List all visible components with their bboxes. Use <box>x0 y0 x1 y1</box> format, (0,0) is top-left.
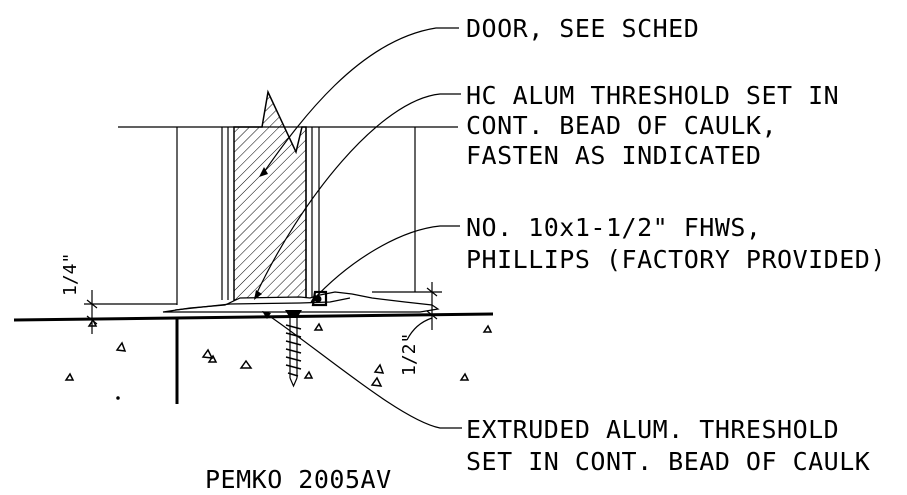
door-frame <box>118 126 458 305</box>
dimension-left-label: 1/4" <box>60 253 81 296</box>
detail-title: PEMKO 2005AV <box>205 465 392 494</box>
concrete-aggregate <box>64 318 493 400</box>
callout-hc-threshold: HC ALUM THRESHOLD SET IN CONT. BEAD OF C… <box>466 81 839 170</box>
dimension-right-label: 1/2" <box>399 333 420 376</box>
floor-slab <box>13 312 494 404</box>
callout-extruded-threshold: EXTRUDED ALUM. THRESHOLD SET IN CONT. BE… <box>466 415 870 476</box>
callout-ext-line1: EXTRUDED ALUM. THRESHOLD <box>466 415 839 444</box>
callout-door-text: DOOR, SEE SCHED <box>466 14 699 43</box>
callout-screw-line1: NO. 10x1-1/2" FHWS, <box>466 213 761 242</box>
door-leaf <box>233 89 307 301</box>
callout-screw: NO. 10x1-1/2" FHWS, PHILLIPS (FACTORY PR… <box>466 213 886 274</box>
leader-lines <box>254 27 462 429</box>
dimension-left: 1/4" <box>60 253 177 334</box>
callout-door: DOOR, SEE SCHED <box>466 14 699 43</box>
callout-screw-line2: PHILLIPS (FACTORY PROVIDED) <box>466 245 886 274</box>
callout-hc-line3: FASTEN AS INDICATED <box>466 141 761 170</box>
callout-ext-line2: SET IN CONT. BEAD OF CAULK <box>466 447 870 476</box>
callout-hc-line1: HC ALUM THRESHOLD SET IN <box>466 81 839 110</box>
callout-hc-line2: CONT. BEAD OF CAULK, <box>466 111 777 140</box>
dimension-right: 1/2" <box>372 282 442 376</box>
fastener-screw <box>285 310 302 388</box>
